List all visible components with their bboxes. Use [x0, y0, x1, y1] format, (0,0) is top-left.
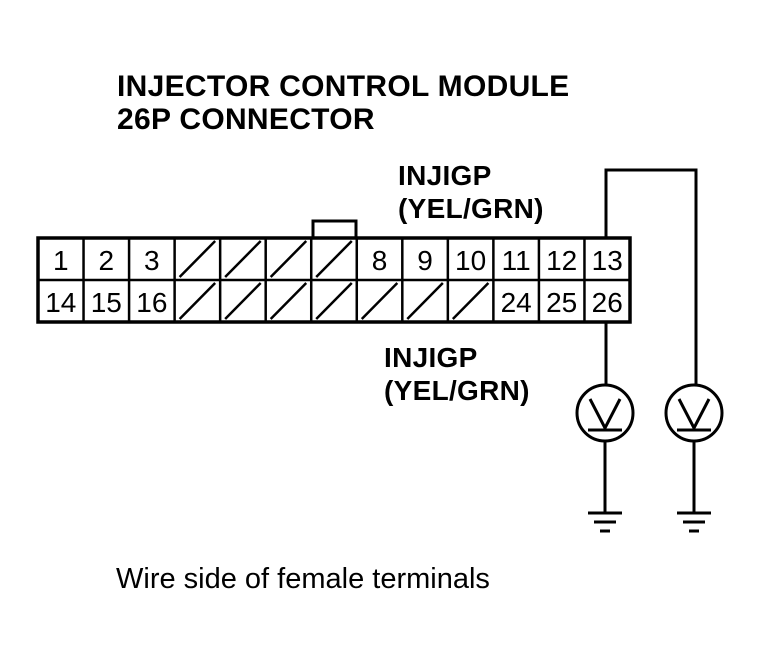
empty-terminal-slash	[224, 240, 262, 278]
terminal-16: 16	[136, 287, 167, 318]
terminal-10: 10	[455, 245, 486, 276]
top-label-name: INJIGP	[398, 160, 492, 191]
terminal-24: 24	[501, 287, 532, 318]
voltmeter-icon	[664, 383, 724, 512]
empty-terminal-slash	[315, 282, 353, 320]
wire-13	[604, 168, 698, 395]
empty-terminal-slash	[360, 282, 399, 320]
ground-icon	[677, 511, 711, 533]
empty-terminal-slash	[269, 282, 308, 320]
empty-terminal-slash	[269, 240, 308, 278]
terminal-25: 25	[546, 287, 577, 318]
terminal-14: 14	[45, 287, 76, 318]
terminal-15: 15	[91, 287, 122, 318]
title-line-1: INJECTOR CONTROL MODULE	[117, 70, 570, 103]
terminal-26: 26	[592, 287, 623, 318]
bottom-label-name: INJIGP	[384, 342, 478, 373]
top-label-wire: (YEL/GRN)	[398, 193, 544, 224]
terminal-13: 13	[592, 245, 623, 276]
terminal-1: 1	[53, 245, 69, 276]
title-line-2: 26P CONNECTOR	[117, 103, 375, 136]
ground-icon	[588, 511, 622, 533]
terminal-11: 11	[502, 245, 531, 276]
caption: Wire side of female terminals	[116, 563, 490, 595]
empty-terminal-slash	[178, 240, 217, 278]
empty-terminal-slash	[406, 282, 444, 320]
terminal-2: 2	[99, 245, 115, 276]
voltmeter-icon	[575, 383, 635, 512]
terminal-8: 8	[372, 245, 388, 276]
terminal-3: 3	[144, 245, 160, 276]
bottom-label-wire: (YEL/GRN)	[384, 375, 530, 406]
terminal-9: 9	[417, 245, 433, 276]
empty-terminal-slash	[224, 282, 262, 320]
empty-terminal-slash	[315, 240, 353, 278]
empty-terminal-slash	[451, 282, 490, 320]
terminal-12: 12	[546, 245, 577, 276]
empty-terminal-slash	[178, 282, 217, 320]
